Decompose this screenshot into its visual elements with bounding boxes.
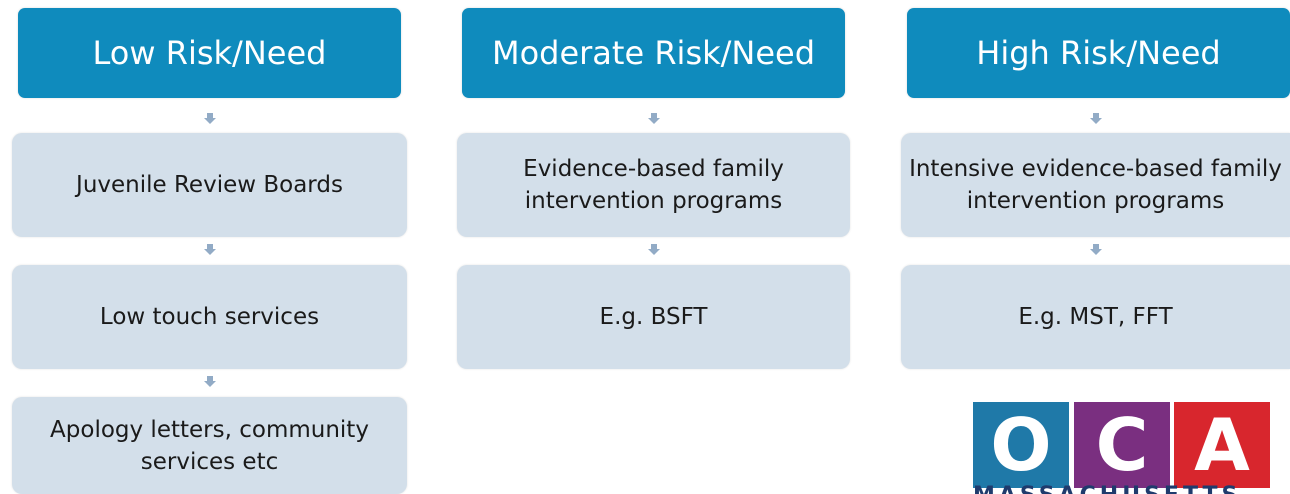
box-label: Intensive evidence-based family interven… [909,156,1282,214]
logo-letter-o: O [973,402,1069,488]
box-label: E.g. BSFT [599,304,708,330]
oca-logo: O C A MASSACHUSETTS [969,402,1290,494]
logo-letter-a: A [1174,402,1270,488]
high-risk-header-label: High Risk/Need [976,34,1221,72]
mst-fft-box: E.g. MST, FFT [901,265,1290,369]
box-label: Apology letters, community services etc [50,416,369,475]
box-label: Juvenile Review Boards [76,172,343,198]
bsft-box: E.g. BSFT [457,265,850,369]
box-label: Low touch services [99,304,320,330]
evidence-based-programs-box: Evidence-based family intervention progr… [457,133,850,237]
moderate-risk-header-label: Moderate Risk/Need [491,34,816,72]
low-risk-header-label: Low Risk/Need [92,34,327,72]
intensive-programs-box: Intensive evidence-based family interven… [901,133,1290,237]
box-label: Evidence-based family intervention progr… [523,156,784,214]
moderate-risk-header: Moderate Risk/Need [462,8,845,98]
juvenile-review-boards-box: Juvenile Review Boards [12,133,407,237]
low-touch-services-box: Low touch services [12,265,407,369]
apology-letters-box: Apology letters, community services etc [12,397,407,494]
logo-letter-c: C [1074,402,1170,488]
low-risk-header: Low Risk/Need [18,8,401,98]
box-label: E.g. MST, FFT [1018,304,1173,330]
logo-subtitle: MASSACHUSETTS [973,483,1241,494]
high-risk-header: High Risk/Need [907,8,1290,98]
